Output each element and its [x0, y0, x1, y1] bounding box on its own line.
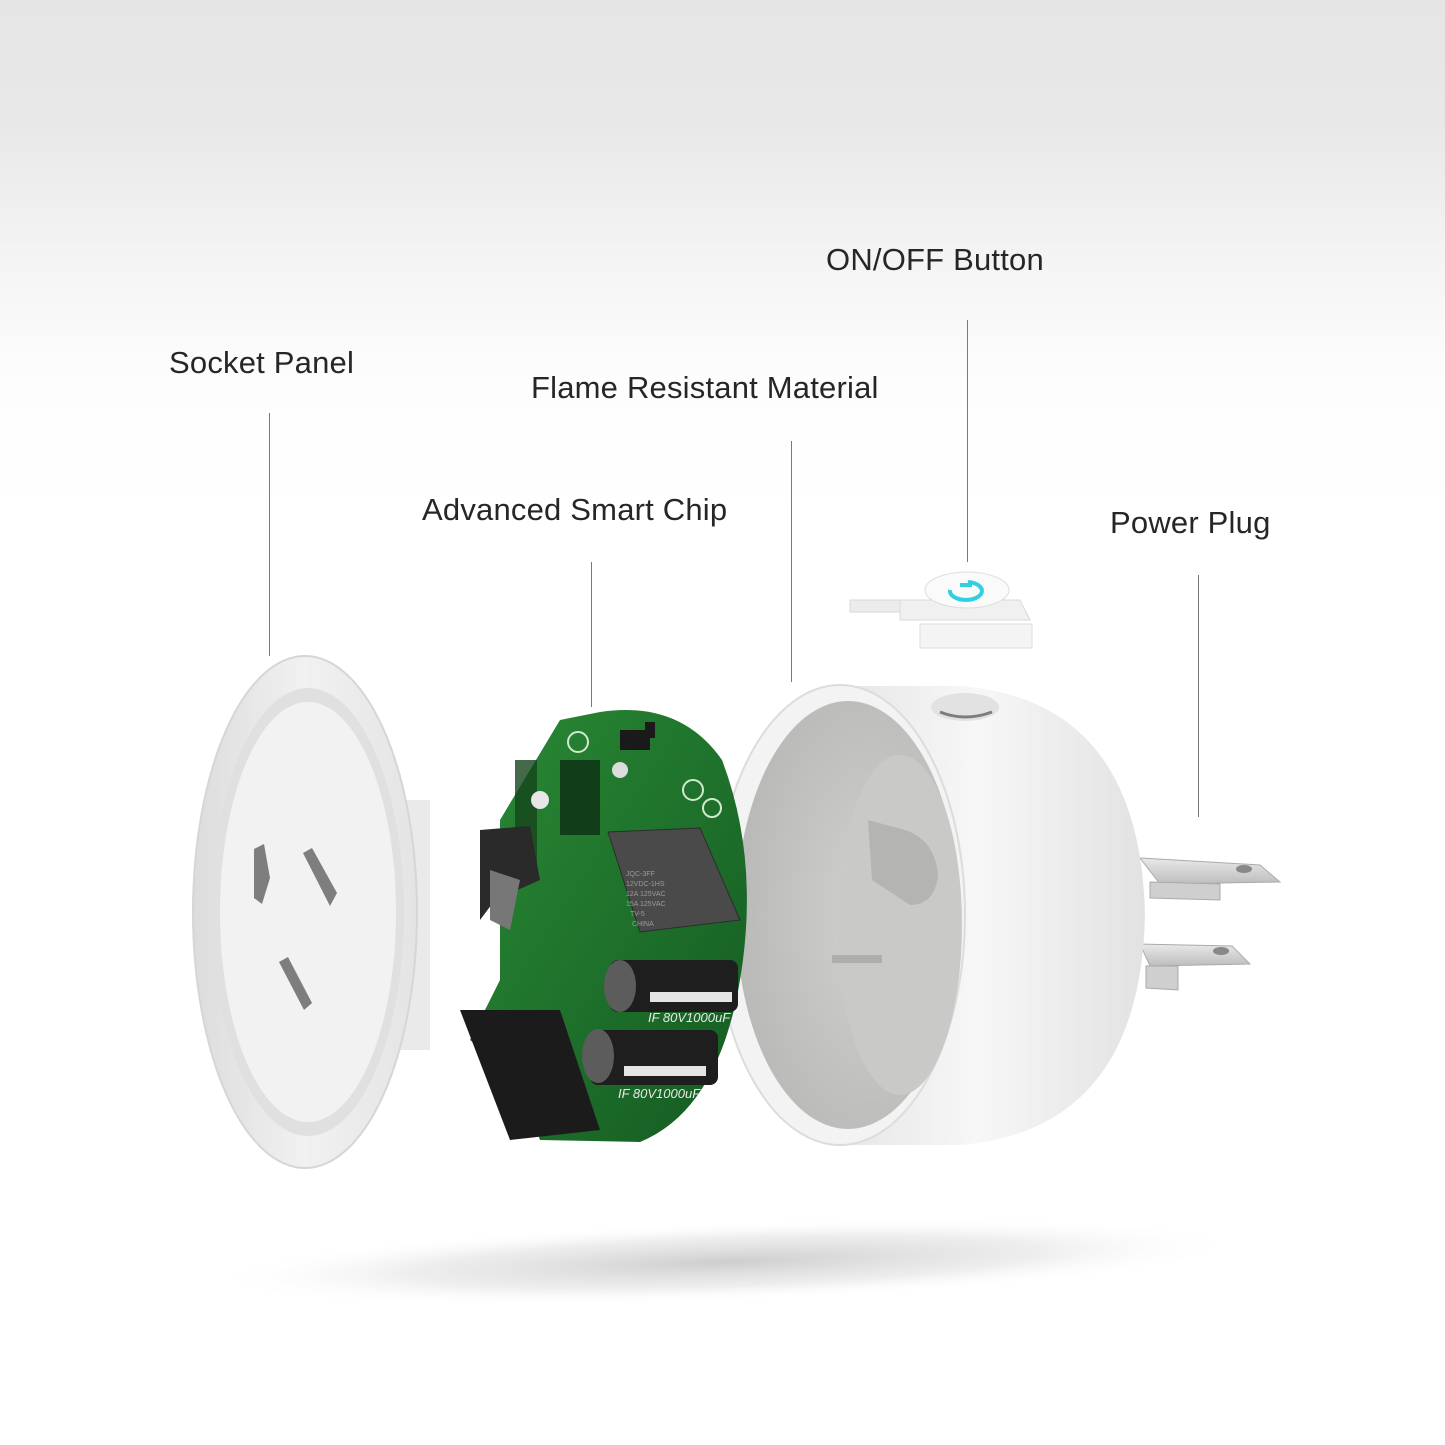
housing-flame-resistant [714, 684, 1145, 1146]
leader-line-on-off-button [967, 320, 968, 562]
svg-text:12VDC-1HS: 12VDC-1HS [626, 881, 665, 888]
label-advanced-smart-chip: Advanced Smart Chip [422, 492, 728, 527]
svg-text:IF 80V1000uF: IF 80V1000uF [618, 1086, 701, 1101]
svg-text:CHINA: CHINA [632, 921, 654, 928]
label-on-off-button: ON/OFF Button [826, 242, 1044, 277]
leader-line-flame-resistant-material [791, 441, 792, 682]
leader-line-socket-panel [269, 413, 270, 656]
label-power-plug: Power Plug [1110, 505, 1271, 540]
socket-panel-part [192, 655, 540, 1169]
label-flame-resistant-material: Flame Resistant Material [531, 370, 879, 405]
leader-line-advanced-smart-chip [591, 562, 592, 707]
pcb-smart-chip: JQC-3FF 12VDC-1HS 12A 125VAC 15A 125VAC … [460, 710, 747, 1142]
svg-text:TV-5: TV-5 [630, 911, 645, 918]
floor-shadow [205, 1218, 1245, 1306]
svg-text:IF 80V1000uF: IF 80V1000uF [648, 1010, 731, 1025]
svg-text:12A 125VAC: 12A 125VAC [626, 891, 666, 898]
on-off-button-part [849, 571, 1033, 649]
svg-text:JQC-3FF: JQC-3FF [626, 871, 655, 878]
label-socket-panel: Socket Panel [169, 345, 355, 380]
leader-line-power-plug [1198, 575, 1199, 817]
svg-text:15A 125VAC: 15A 125VAC [626, 901, 666, 908]
power-plug-prongs [1138, 857, 1282, 991]
relay-markings: JQC-3FF 12VDC-1HS 12A 125VAC 15A 125VAC … [626, 871, 666, 928]
